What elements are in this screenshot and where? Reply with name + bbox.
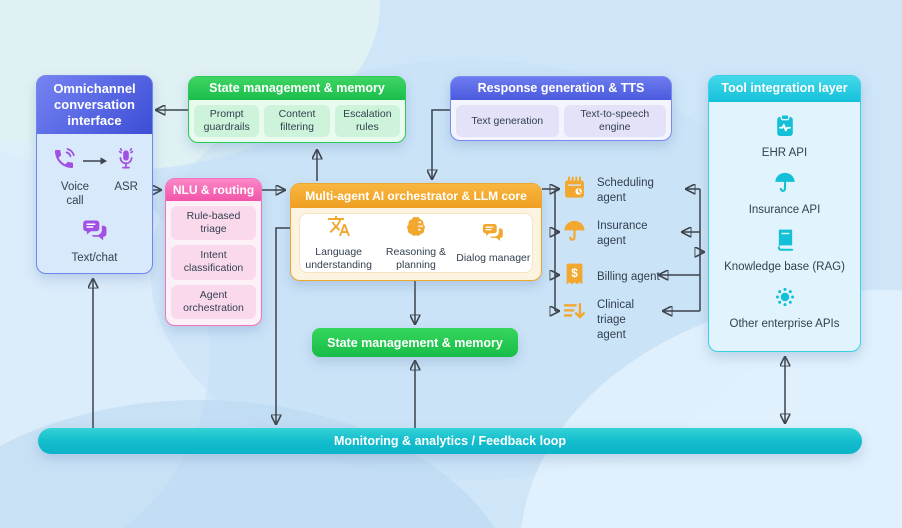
prompt-guardrails-chip: Prompt guardrails bbox=[194, 105, 260, 138]
scheduling-agent: Scheduling agent bbox=[561, 175, 677, 207]
billing-agent-label: Billing agent bbox=[597, 270, 660, 283]
agent-orchestration-chip: Agent orchestration bbox=[171, 284, 256, 319]
ehr-api-label: EHR API bbox=[761, 147, 808, 159]
scheduling-agent-label: Scheduling agent bbox=[597, 177, 654, 204]
reasoning-planning-label: Reasoning & planning bbox=[385, 246, 447, 271]
orchestrator-box: Multi-agent AI orchestrator & LLM core L… bbox=[290, 183, 542, 281]
intent-classification-chip: Intent classification bbox=[171, 245, 256, 280]
other-apis-label: Other enterprise APIs bbox=[729, 318, 840, 330]
nlu-routing-box: NLU & routing Rule-based triage Intent c… bbox=[165, 178, 262, 326]
dialog-manager-label: Dialog manager bbox=[456, 251, 531, 264]
flow-arrow-icon bbox=[82, 153, 108, 171]
translate-icon bbox=[327, 214, 351, 243]
tts-engine-chip: Text-to-speech engine bbox=[563, 105, 666, 138]
insurance-agent: Insurance agent bbox=[561, 218, 677, 250]
state-management-title: State management & memory bbox=[189, 77, 405, 100]
state-management-top-box: State management & memory Prompt guardra… bbox=[188, 76, 406, 143]
ehr-clipboard-icon bbox=[772, 113, 798, 144]
rule-based-triage-chip: Rule-based triage bbox=[171, 206, 256, 241]
enterprise-hub-icon bbox=[772, 284, 798, 315]
escalation-rules-chip: Escalation rules bbox=[334, 105, 400, 138]
billing-agent: $ Billing agent bbox=[561, 261, 677, 293]
content-filtering-chip: Content filtering bbox=[264, 105, 330, 138]
microphone-icon bbox=[114, 147, 138, 176]
asr-label: ASR bbox=[114, 181, 138, 193]
dialog-icon bbox=[481, 222, 505, 249]
background-blob bbox=[0, 400, 520, 528]
voice-call-label: Voice call bbox=[60, 181, 90, 208]
tool-integration-box: Tool integration layer EHR API Insurance… bbox=[708, 75, 861, 352]
dollar-glyph: $ bbox=[571, 266, 578, 280]
clinical-triage-agent-label: Clinical triage agent bbox=[597, 299, 635, 341]
insurance-umbrella-icon bbox=[772, 170, 798, 201]
text-chat-label: Text/chat bbox=[71, 251, 118, 264]
insurance-api-label: Insurance API bbox=[748, 204, 821, 216]
language-understanding-label: Language understanding bbox=[305, 246, 372, 271]
tool-integration-title: Tool integration layer bbox=[709, 76, 860, 102]
umbrella-icon bbox=[561, 218, 588, 250]
calendar-clock-icon bbox=[561, 175, 588, 207]
nlu-routing-title: NLU & routing bbox=[166, 179, 261, 201]
state-management-pill: State management & memory bbox=[312, 328, 518, 357]
response-generation-title: Response generation & TTS bbox=[451, 77, 671, 100]
knowledge-book-icon bbox=[772, 227, 798, 258]
text-generation-chip: Text generation bbox=[456, 105, 559, 138]
brain-icon bbox=[404, 214, 428, 243]
orchestrator-title: Multi-agent AI orchestrator & LLM core bbox=[291, 184, 541, 208]
triage-list-icon bbox=[561, 298, 588, 330]
omnichannel-box: Omnichannel conversation interface bbox=[36, 75, 153, 274]
chat-bubbles-icon bbox=[37, 218, 152, 249]
clinical-triage-agent: Clinical triage agent bbox=[561, 298, 645, 343]
knowledge-base-label: Knowledge base (RAG) bbox=[724, 261, 845, 273]
insurance-agent-label: Insurance agent bbox=[597, 220, 648, 247]
omnichannel-title: Omnichannel conversation interface bbox=[37, 76, 152, 134]
monitoring-analytics-bar: Monitoring & analytics / Feedback loop bbox=[38, 428, 862, 454]
response-generation-box: Response generation & TTS Text generatio… bbox=[450, 76, 672, 141]
receipt-dollar-icon: $ bbox=[561, 261, 588, 293]
phone-volume-icon bbox=[52, 147, 76, 176]
